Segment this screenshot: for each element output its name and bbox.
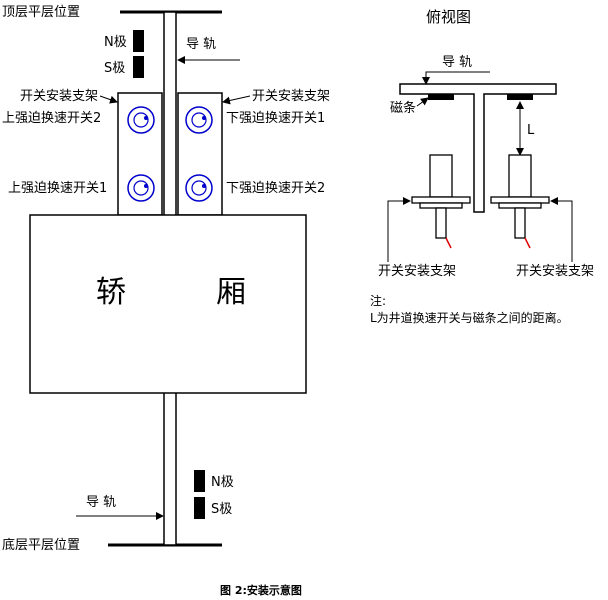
top-view-sensor-left bbox=[411, 154, 471, 249]
magnet-s-bottom-label: S极 bbox=[211, 502, 232, 517]
bracket-left-arrow bbox=[99, 95, 118, 104]
note-text: L为井道换速开关与磁条之间的距离。 bbox=[370, 310, 569, 325]
switch-up1-label: 上强迫换速开关1 bbox=[8, 181, 107, 196]
top-view-rail-arrow bbox=[422, 71, 490, 85]
car-label-right: 厢 bbox=[216, 275, 246, 310]
bracket-right-arrow bbox=[222, 95, 251, 105]
note-heading: 注: bbox=[370, 293, 386, 308]
magnet-n-bottom bbox=[194, 470, 205, 492]
top-view-title: 俯视图 bbox=[426, 8, 471, 26]
bracket-left-label: 开关安装支架 bbox=[20, 89, 98, 104]
switch-up1-icon bbox=[127, 174, 155, 202]
top-view-bracket-right-label: 开关安装支架 bbox=[516, 264, 594, 279]
distance-l-label: L bbox=[527, 123, 535, 138]
switch-up2-label: 上强迫换速开关2 bbox=[2, 111, 101, 126]
figure-caption: 图 2:安装示意图 bbox=[220, 583, 302, 597]
magnet-s-top-label: S极 bbox=[104, 61, 125, 76]
top-floor-label: 顶层平层位置 bbox=[2, 5, 80, 20]
magnet-s-top bbox=[133, 56, 144, 78]
rail-label-top: 导 轨 bbox=[186, 37, 216, 52]
switch-up2-icon bbox=[127, 106, 155, 134]
switch-down1-icon bbox=[185, 106, 213, 134]
magnet-strip-label: 磁条 bbox=[390, 100, 416, 116]
top-view-rail-label: 导 轨 bbox=[442, 55, 472, 70]
magnet-strip-right bbox=[507, 94, 533, 100]
switch-down1-label: 下强迫换速开关1 bbox=[226, 111, 325, 126]
top-view-bracket-left-label: 开关安装支架 bbox=[378, 264, 456, 279]
car-label-left: 轿 bbox=[96, 275, 126, 310]
magnet-s-bottom bbox=[194, 497, 205, 519]
bottom-floor-label: 底层平层位置 bbox=[2, 537, 80, 553]
magnet-strip-left bbox=[428, 94, 454, 100]
top-view-bracket-right-arrow bbox=[550, 197, 573, 262]
magnet-n-top bbox=[133, 30, 144, 52]
car-body bbox=[29, 214, 307, 394]
top-view-sensor-right bbox=[490, 154, 550, 249]
magnet-n-bottom-label: N极 bbox=[211, 475, 234, 490]
rail-label-bottom: 导 轨 bbox=[86, 495, 116, 510]
top-view-bracket-left-arrow bbox=[387, 197, 411, 262]
bracket-right-label: 开关安装支架 bbox=[252, 89, 330, 104]
magnet-strip-arrow bbox=[416, 97, 429, 107]
switch-down2-icon bbox=[185, 174, 213, 202]
top-view-rail bbox=[399, 83, 557, 213]
switch-down2-label: 下强迫换速开关2 bbox=[226, 181, 325, 196]
magnet-n-top-label: N极 bbox=[104, 35, 127, 50]
